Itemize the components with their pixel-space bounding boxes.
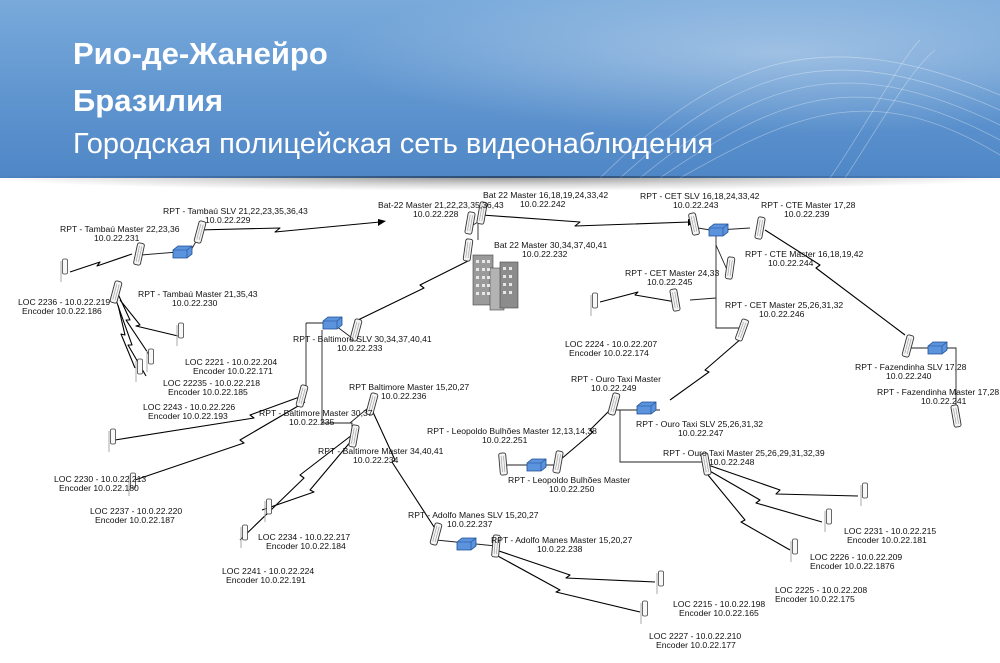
switch-icon [708,223,729,237]
antenna-icon [295,384,309,408]
antenna-icon [462,238,474,262]
header-banner: Рио-де-Жанейро Бразилия Городская полице… [0,0,1000,178]
title-city-brasilia: Бразилия [73,83,224,118]
camera-poles [60,258,868,625]
switch-icon [636,401,657,415]
wireless-links [69,214,906,613]
camera-icon [108,428,116,453]
label-ouro-taxi-master-25: RPT - Ouro Taxi Master 25,26,29,31,32,39… [663,448,825,467]
camera-icon [824,508,832,533]
camera-icon [590,292,598,317]
antenna-icon [552,450,564,474]
antenna-icon [724,256,736,280]
switch-icon [456,537,477,551]
building-icon [472,254,519,311]
header-shadow [0,176,1000,190]
camera-icon [135,358,143,383]
switch-icon [526,458,547,472]
antenna-icon [464,211,476,235]
antenna-icon [132,242,146,266]
antenna-icon [498,452,508,476]
antenna-icon [901,334,915,358]
camera-icon [264,498,272,523]
antenna-icon [348,424,360,448]
title-city-rio: Рио-де-Жанейро [73,36,328,71]
antenna-icon [734,318,750,342]
antenna-icon [950,404,962,428]
camera-icon [640,600,648,625]
antenna-icon [607,392,621,416]
camera-icon [860,482,868,507]
title-subtitle: Городская полицейская сеть видеонаблюден… [73,128,714,160]
antenna-icon [429,522,443,546]
header-wave-decoration [0,0,1000,178]
camera-icon [656,570,664,595]
antenna-icon [754,216,766,240]
camera-icon [176,322,184,347]
switch-icon [927,341,948,355]
switch-icon [172,245,193,259]
camera-icon [60,258,68,283]
antenna-icon [687,212,701,236]
label-leopoldo-master-12: RPT - Leopoldo Bulhões Master 12,13,14,3… [427,426,597,445]
wired-links [140,221,957,547]
switch-icon [322,316,343,330]
camera-icon [240,524,248,549]
camera-icon [790,538,798,563]
antenna-icon [669,288,681,312]
